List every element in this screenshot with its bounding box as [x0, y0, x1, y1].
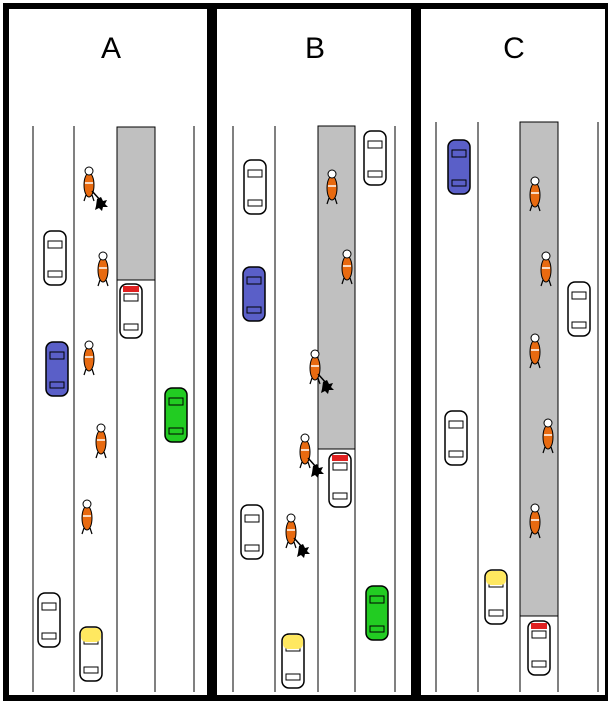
panel-c-label: C: [503, 32, 525, 65]
road-worker-icon: [326, 169, 338, 205]
car-icon: [45, 341, 69, 397]
car-icon: [242, 266, 266, 322]
car-icon: [37, 592, 61, 648]
car-icon: [484, 569, 508, 625]
car-icon: [281, 633, 305, 689]
car-icon: [365, 585, 389, 641]
road-worker-icon: [95, 423, 107, 459]
car-icon: [243, 159, 267, 215]
car-icon: [328, 452, 352, 508]
road-worker-icon: [529, 333, 541, 369]
panel-a-frame: [3, 3, 213, 701]
panel-b: [232, 125, 396, 692]
car-icon: [119, 283, 143, 339]
road-worker-icon: [309, 349, 334, 394]
closed-lane-zone: [317, 125, 356, 450]
road-worker-icon: [81, 499, 93, 535]
car-icon: [363, 130, 387, 186]
road-worker-icon: [299, 433, 324, 478]
vehicles: [37, 130, 591, 689]
car-icon: [79, 626, 103, 682]
panel-b-label: B: [305, 32, 325, 65]
road-worker-icon: [83, 166, 108, 211]
road-workers: [81, 166, 554, 558]
car-icon: [164, 387, 188, 443]
road-worker-icon: [285, 513, 310, 558]
car-icon: [444, 410, 468, 466]
road-worker-icon: [83, 340, 95, 376]
road-worker-icon: [540, 251, 552, 287]
road-worker-icon: [341, 249, 353, 285]
road-worker-icon: [529, 503, 541, 539]
road-worker-icon: [97, 251, 109, 287]
closed-lane-zone: [116, 126, 156, 281]
car-icon: [240, 504, 264, 560]
car-icon: [527, 620, 551, 676]
car-icon: [43, 230, 67, 286]
road-worker-icon: [529, 176, 541, 212]
panel-a-label: A: [101, 32, 121, 65]
car-icon: [447, 139, 471, 195]
road-worker-icon: [542, 418, 554, 454]
panel-a: [32, 126, 195, 692]
car-icon: [567, 281, 591, 337]
panel-c-frame: [415, 3, 608, 701]
